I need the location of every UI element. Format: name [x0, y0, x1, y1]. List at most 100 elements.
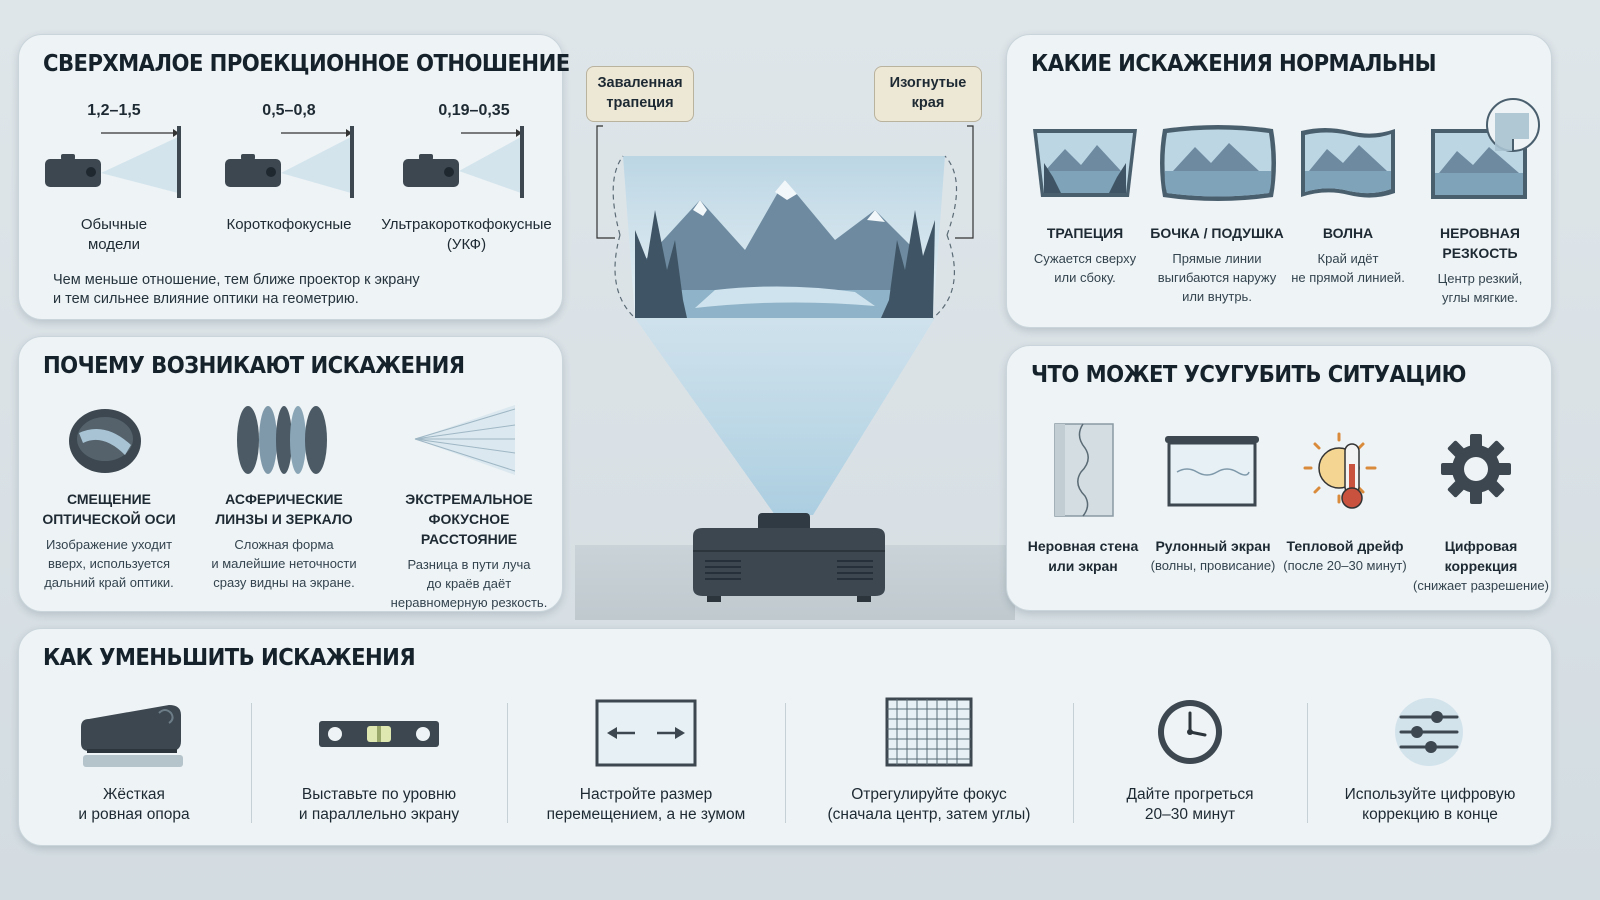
normal-item-desc-line2: выгибаются наружу — [1157, 270, 1277, 285]
worse-item-title-line1: Тепловой дрейф — [1286, 538, 1404, 554]
ratio-item-standard: 1,2–1,5 — [59, 101, 169, 121]
cause-desc-line1: Изображение уходит — [45, 537, 173, 552]
callout-keystone-line2: трапеция — [606, 95, 674, 111]
reduce-distortions-panel: КАК УМЕНЬШИТЬ ИСКАЖЕНИЯ — [18, 628, 1552, 846]
worse-item-title-line1: Цифровая коррекция — [1444, 538, 1518, 574]
reduce-item-line2: и ровная опора — [78, 806, 190, 823]
callout-keystone: Заваленная трапеция — [586, 66, 694, 122]
reduce-item-warmup: Дайте прогреться 20–30 минут — [1081, 785, 1299, 825]
worse-item-sub: (снижает разрешение) — [1413, 578, 1549, 593]
reduce-item-move: Настройте размер перемещением, а не зумо… — [515, 785, 777, 825]
ratio-note-line2: и тем сильнее влияние оптики на геометри… — [53, 291, 359, 307]
ratio-panel: СВЕРХМАЛОЕ ПРОЕКЦИОННОЕ ОТНОШЕНИЕ 1,2–1,… — [18, 34, 570, 320]
cause-desc-line3: сразу видны на экране. — [213, 575, 355, 590]
normal-item-sharpness: НЕРОВНАЯ РЕЗКОСТЬ Центр резкий, углы мяг… — [1407, 223, 1553, 307]
wave-image-icon — [1301, 128, 1395, 198]
normal-item-desc-line1: Край идёт — [1317, 251, 1379, 266]
offset-lens-icon — [69, 409, 141, 473]
reduce-item-line2: и параллельно экрану — [298, 806, 460, 823]
normal-distortions-panel: КАКИЕ ИСКАЖЕНИЯ НОРМАЛЬНЫ ТРАПЕЦИЯ Сужае… — [1006, 34, 1552, 328]
ratio-item-label-line2: (УКФ) — [446, 236, 487, 253]
reduce-item-digital: Используйте цифровую коррекцию в конце — [1315, 785, 1545, 825]
ratio-item-label: Обычные модели — [49, 215, 179, 255]
ratio-item-label-line1: Обычные — [80, 216, 148, 233]
standard-throw-projector-icon — [45, 126, 181, 198]
reduce-item-stand: Жёсткая и ровная опора — [39, 785, 229, 825]
worse-item-thermal: Тепловой дрейф (после 20–30 минут) — [1279, 536, 1411, 575]
reduce-item-line1: Жёсткая — [103, 786, 165, 803]
cause-title-line2: ФОКУСНОЕ РАССТОЯНИЕ — [420, 511, 518, 547]
roll-screen-icon — [1165, 436, 1259, 507]
ratio-item-label-line1: Короткофокусные — [226, 216, 352, 233]
short-throw-projector-icon — [225, 126, 354, 198]
normal-item-title: БОЧКА / ПОДУШКА — [1150, 225, 1284, 241]
cause-title-line1: СМЕЩЕНИЕ — [66, 491, 152, 507]
divider — [785, 703, 786, 823]
causes-panel-title: ПОЧЕМУ ВОЗНИКАЮТ ИСКАЖЕНИЯ — [43, 353, 465, 379]
normal-item-desc-line2: или сбоку. — [1054, 270, 1116, 285]
normal-item-title: ВОЛНА — [1322, 225, 1374, 241]
light-beam — [635, 318, 935, 515]
barrel-image-icon — [1160, 125, 1276, 201]
normal-item-desc-line1: Прямые линии — [1172, 251, 1262, 266]
worse-factors-panel: ЧТО МОЖЕТ УСУГУБИТЬ СИТУАЦИЮ — [1006, 345, 1552, 611]
reduce-item-line2: коррекцию в конце — [1362, 806, 1498, 823]
cause-desc-line3: неравномерную резкость. — [390, 595, 548, 610]
reduce-item-line2: перемещением, а не зумом — [546, 806, 746, 823]
reduce-item-line1: Дайте прогреться — [1126, 786, 1254, 803]
worse-item-title-line2: или экран — [1048, 558, 1118, 574]
uneven-wall-icon — [1054, 423, 1114, 517]
normal-panel-title: КАКИЕ ИСКАЖЕНИЯ НОРМАЛЬНЫ — [1031, 51, 1437, 77]
reduce-item-line1: Выставьте по уровню — [301, 786, 457, 803]
normal-item-desc-line2: не прямой линией. — [1291, 270, 1405, 285]
ratio-item-label: Короткофокусные — [214, 215, 364, 235]
soft-corner-image-icon — [1431, 98, 1540, 199]
projected-image — [623, 156, 945, 318]
normal-item-desc-line2: углы мягкие. — [1441, 290, 1518, 305]
ratio-value: 0,19–0,35 — [438, 102, 510, 119]
trapezoid-image-icon — [1033, 129, 1137, 197]
worse-panel-title: ЧТО МОЖЕТ УСУГУБИТЬ СИТУАЦИЮ — [1031, 362, 1466, 388]
ratio-panel-title: СВЕРХМАЛОЕ ПРОЕКЦИОННОЕ ОТНОШЕНИЕ — [43, 51, 570, 77]
cause-title-line1: АСФЕРИЧЕСКИЕ — [225, 491, 343, 507]
worse-item-title-line1: Неровная стена — [1027, 538, 1139, 554]
aspheric-lenses-icon — [237, 406, 327, 474]
ratio-item-short: 0,5–0,8 — [234, 101, 344, 121]
normal-item-title: НЕРОВНАЯ РЕЗКОСТЬ — [1440, 225, 1520, 261]
normal-item-trapezoid: ТРАПЕЦИЯ Сужается сверху или сбоку. — [1011, 223, 1159, 287]
ratio-item-label-line2: модели — [87, 236, 141, 253]
callout-curved-line2: края — [911, 95, 945, 111]
cause-title-line2: ЛИНЗЫ И ЗЕРКАЛО — [215, 511, 353, 527]
ratio-item-ultra: 0,19–0,35 — [419, 101, 529, 121]
ratio-value: 0,5–0,8 — [262, 102, 316, 119]
worse-item-sub: (после 20–30 минут) — [1283, 558, 1407, 573]
divider — [251, 703, 252, 823]
reduce-item-line1: Отрегулируйте фокус — [851, 786, 1007, 803]
normal-item-desc-line3: или внутрь. — [1182, 289, 1252, 304]
ratio-note-line1: Чем меньше отношение, тем ближе проектор… — [53, 272, 420, 288]
ratio-value: 1,2–1,5 — [87, 102, 141, 119]
callout-curved-line1: Изогнутые — [889, 75, 967, 91]
clock-icon — [1158, 700, 1222, 764]
cause-title-line2: ОПТИЧЕСКОЙ ОСИ — [42, 511, 176, 527]
callout-keystone-line1: Заваленная — [597, 75, 683, 91]
cause-item-focal: ЭКСТРЕМАЛЬНОЕ ФОКУСНОЕ РАССТОЯНИЕ Разниц… — [379, 489, 559, 612]
cause-item-aspheric: АСФЕРИЧЕСКИЕ ЛИНЗЫ И ЗЕРКАЛО Сложная фор… — [199, 489, 369, 592]
cause-desc-line2: и малейшие неточности — [211, 556, 357, 571]
normal-item-desc-line1: Сужается сверху — [1033, 251, 1137, 266]
normal-item-barrel: БОЧКА / ПОДУШКА Прямые линии выгибаются … — [1145, 223, 1289, 306]
reduce-item-line2: (сначала центр, затем углы) — [827, 806, 1031, 823]
cause-title-line1: ЭКСТРЕМАЛЬНОЕ — [405, 491, 533, 507]
projector-stand-icon — [81, 705, 183, 767]
spirit-level-icon — [319, 721, 439, 747]
cause-desc-line1: Разница в пути луча — [407, 557, 531, 572]
normal-item-title: ТРАПЕЦИЯ — [1046, 225, 1124, 241]
callout-curved-edges: Изогнутые края — [874, 66, 982, 122]
cause-desc-line3: дальний край оптики. — [44, 575, 174, 590]
sliders-icon — [1395, 698, 1463, 766]
divider — [507, 703, 508, 823]
move-arrows-screen-icon — [595, 699, 697, 767]
cause-desc-line2: до краёв даёт — [426, 576, 512, 591]
reduce-item-line1: Настройте размер — [579, 786, 713, 803]
divider — [1307, 703, 1308, 823]
